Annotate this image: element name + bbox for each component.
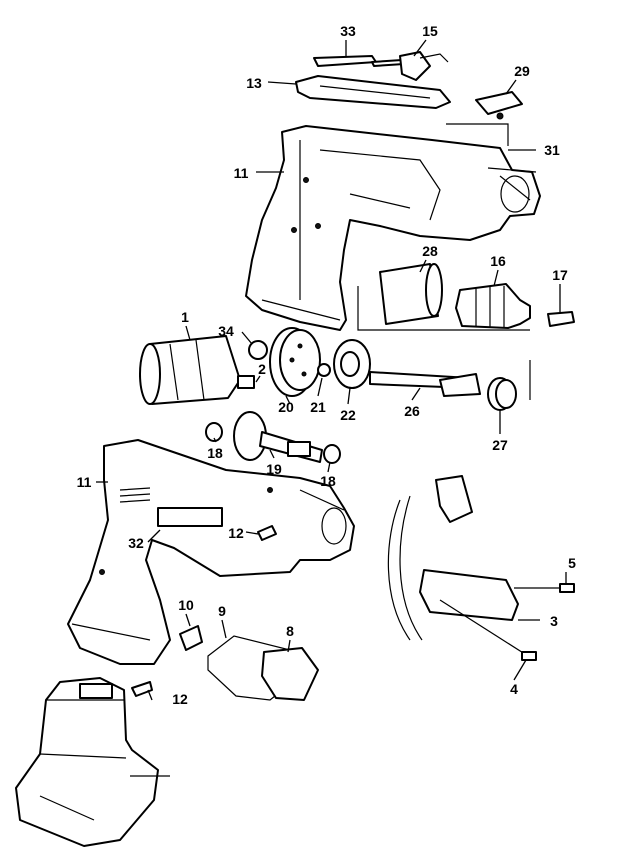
label-12-lower: 12	[172, 691, 188, 707]
label-4: 4	[510, 681, 518, 697]
part-3-terminal-block	[387, 475, 529, 657]
part-13-cover	[295, 75, 451, 109]
label-10: 10	[178, 597, 194, 613]
part-33-clip	[313, 55, 377, 67]
label-17: 17	[552, 267, 568, 283]
label-29: 29	[514, 63, 530, 79]
part-26-spindle	[369, 371, 481, 397]
part-18-spacer-right	[323, 444, 341, 464]
part-12-screw-lower	[131, 681, 153, 697]
label-3: 3	[550, 613, 558, 629]
part-19-gear-shaft	[233, 411, 323, 463]
label-11-lower: 11	[77, 474, 92, 490]
part-22-gear	[333, 339, 371, 389]
part-20-gear	[269, 327, 321, 397]
part-31-bracket	[446, 123, 509, 146]
label-19: 19	[266, 461, 282, 477]
part-29-bracket	[475, 91, 523, 120]
label-33: 33	[340, 23, 356, 39]
label-11-upper: 11	[234, 165, 249, 181]
battery-pack	[15, 677, 159, 847]
label-8: 8	[286, 623, 294, 639]
part-10-switch-button	[179, 625, 203, 651]
part-16-chuck	[455, 283, 531, 329]
bracket-lines-28-16	[357, 286, 531, 400]
part-18-spacer-left	[205, 422, 223, 442]
upper-housing	[245, 125, 541, 331]
part-27-bearing	[487, 377, 517, 411]
label-18-left: 18	[207, 445, 223, 461]
part-1-motor	[139, 335, 241, 405]
label-16: 16	[490, 253, 506, 269]
part-15-bit	[371, 51, 449, 81]
part-4-wire	[521, 651, 537, 661]
label-2: 2	[258, 361, 266, 377]
label-28: 28	[422, 243, 438, 259]
part-labels: 33 15 13 29 31 11 28 16 17 1 34 2 20 21 …	[77, 23, 577, 707]
label-31: 31	[544, 142, 560, 158]
label-21: 21	[310, 399, 326, 415]
part-21-washer	[317, 363, 331, 377]
label-1: 1	[181, 309, 189, 325]
part-5-wire	[514, 583, 575, 593]
part-8-switch-cover	[261, 647, 319, 701]
part-34-spacer	[248, 340, 268, 360]
label-13: 13	[246, 75, 262, 91]
part-12-screw-upper	[257, 525, 277, 541]
label-26: 26	[404, 403, 420, 419]
label-20: 20	[278, 399, 294, 415]
label-32: 32	[128, 535, 144, 551]
label-34: 34	[218, 323, 234, 339]
label-9: 9	[218, 603, 226, 619]
label-27: 27	[492, 437, 508, 453]
lower-housing	[67, 439, 355, 665]
label-12-upper: 12	[228, 525, 244, 541]
part-17-screw	[547, 311, 575, 327]
part-28-sleeve	[379, 263, 443, 325]
part-2-pinion	[237, 375, 255, 389]
label-22: 22	[340, 407, 356, 423]
label-5: 5	[568, 555, 576, 571]
label-18-right: 18	[320, 473, 336, 489]
leader-lines	[96, 39, 567, 777]
label-15: 15	[422, 23, 438, 39]
